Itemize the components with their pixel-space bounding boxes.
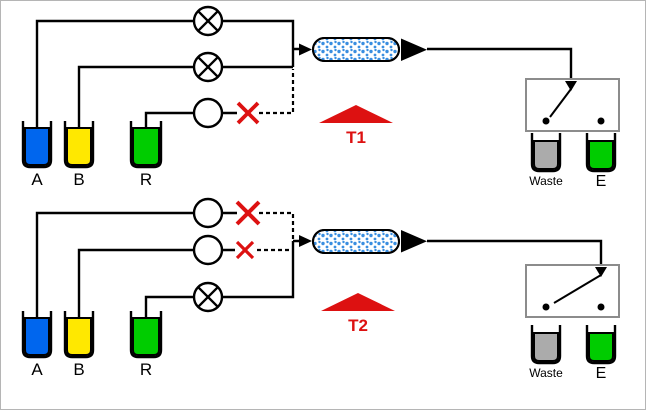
waste-label: Waste	[529, 174, 563, 188]
liquid	[533, 332, 559, 362]
vessel-outline	[585, 325, 617, 365]
reservoir-label: B	[73, 170, 84, 189]
packed-column-icon	[312, 229, 400, 254]
inlet-arrow-icon	[299, 43, 312, 56]
eluate-vessel: E	[585, 133, 617, 190]
packed-column-icon	[312, 37, 400, 62]
eluate-terminal-dot	[597, 303, 605, 311]
eluate-label: E	[596, 365, 607, 382]
valve-body	[192, 197, 224, 229]
vessel-outline	[63, 311, 95, 359]
waste-vessel: Waste	[529, 133, 563, 188]
vessel-outline	[530, 133, 562, 173]
liquid	[588, 140, 614, 170]
waste-label: Waste	[529, 366, 563, 380]
waste-vessel: Waste	[529, 325, 563, 380]
eluate-vessel: E	[585, 325, 617, 382]
vessel-outline	[21, 311, 53, 359]
phase-label: T1	[346, 128, 366, 147]
valve-b-closed-icon	[192, 234, 224, 266]
phase-t1-section: T1 A B R Waste	[21, 5, 620, 190]
vessel-outline	[63, 121, 95, 169]
blocked-tubing	[259, 69, 295, 115]
liquid	[24, 317, 50, 356]
switch-inlet-icon	[565, 81, 577, 91]
valve-r-closed-icon	[192, 97, 224, 129]
switch-arm	[549, 88, 572, 118]
liquid	[24, 127, 50, 166]
valve-r-open-icon	[192, 281, 224, 313]
vessel-outline	[530, 325, 562, 365]
eluate-terminal-dot	[597, 117, 605, 125]
valve-b-open-icon	[192, 51, 224, 83]
reservoir-a: A	[21, 311, 53, 379]
reservoir-label: R	[140, 360, 152, 379]
liquid	[66, 127, 92, 166]
liquid	[132, 317, 160, 356]
reservoir-label: A	[31, 170, 43, 189]
valve-body	[192, 97, 224, 129]
phase-marker-icon	[319, 105, 393, 123]
liquid	[533, 140, 559, 170]
reservoir-a: A	[21, 121, 53, 189]
valve-body	[192, 234, 224, 266]
flow-direction-arrow-icon	[401, 230, 427, 253]
blocked-flow-x-icon	[236, 101, 260, 125]
valve-a-open-icon	[192, 5, 224, 37]
red-x-stroke	[235, 240, 255, 260]
flow-direction-arrow-icon	[401, 38, 427, 61]
reservoir-b: B	[63, 121, 95, 189]
valve-cross	[197, 10, 219, 32]
vessel-outline	[585, 133, 617, 173]
vessel-outline	[129, 121, 163, 169]
valve-a-closed-icon	[192, 197, 224, 229]
liquid	[588, 332, 614, 362]
reservoir-r: R	[129, 121, 163, 189]
tubing	[35, 19, 573, 135]
phase-label: T2	[348, 316, 368, 335]
phase-t2-section: T2 A B R Waste	[21, 197, 620, 382]
reservoir-r: R	[129, 311, 163, 379]
blocked-tubing	[257, 211, 295, 252]
reservoir-label: B	[73, 360, 84, 379]
red-x-stroke	[236, 101, 260, 125]
tubing	[35, 211, 603, 327]
eluate-label: E	[596, 173, 607, 190]
vessel-outline	[21, 121, 53, 169]
reservoir-label: R	[140, 170, 152, 189]
reservoir-label: A	[31, 360, 43, 379]
valve-cross	[197, 56, 219, 78]
vessel-outline	[129, 311, 163, 359]
inlet-arrow-icon	[299, 235, 312, 247]
blocked-flow-x-icon	[235, 200, 261, 260]
waste-terminal-dot	[542, 303, 550, 311]
waste-terminal-dot	[542, 117, 550, 125]
liquid	[132, 127, 160, 166]
reservoir-b: B	[63, 311, 95, 379]
red-x-stroke	[235, 200, 261, 226]
valve-cross	[197, 286, 219, 308]
switch-arm	[553, 274, 602, 304]
liquid	[66, 317, 92, 356]
switch-inlet-icon	[595, 267, 607, 277]
phase-marker-icon	[321, 293, 395, 311]
